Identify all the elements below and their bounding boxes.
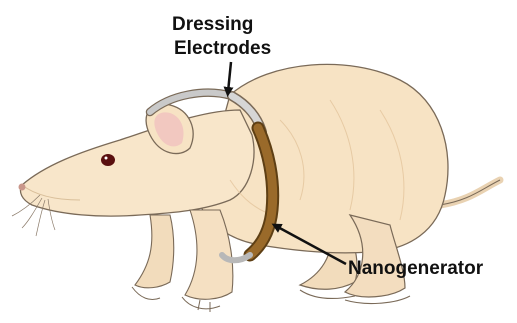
- dressing-label-line1: Dressing: [172, 14, 253, 35]
- rat-eye: [101, 154, 115, 166]
- rat-whiskers: [12, 195, 55, 236]
- dressing-electrodes-arrow: [228, 62, 231, 92]
- nanogenerator-label: Nanogenerator: [348, 258, 484, 279]
- rat-front-leg-back: [135, 215, 174, 288]
- dressing-label-line2: Electrodes: [174, 38, 271, 59]
- rat-nose: [19, 184, 26, 191]
- dressing-electrodes-label: Dressing Electrodes: [172, 14, 271, 59]
- rat-head: [20, 110, 253, 216]
- nanogenerator-band-bottom: [222, 255, 250, 260]
- rat-tail: [440, 180, 500, 205]
